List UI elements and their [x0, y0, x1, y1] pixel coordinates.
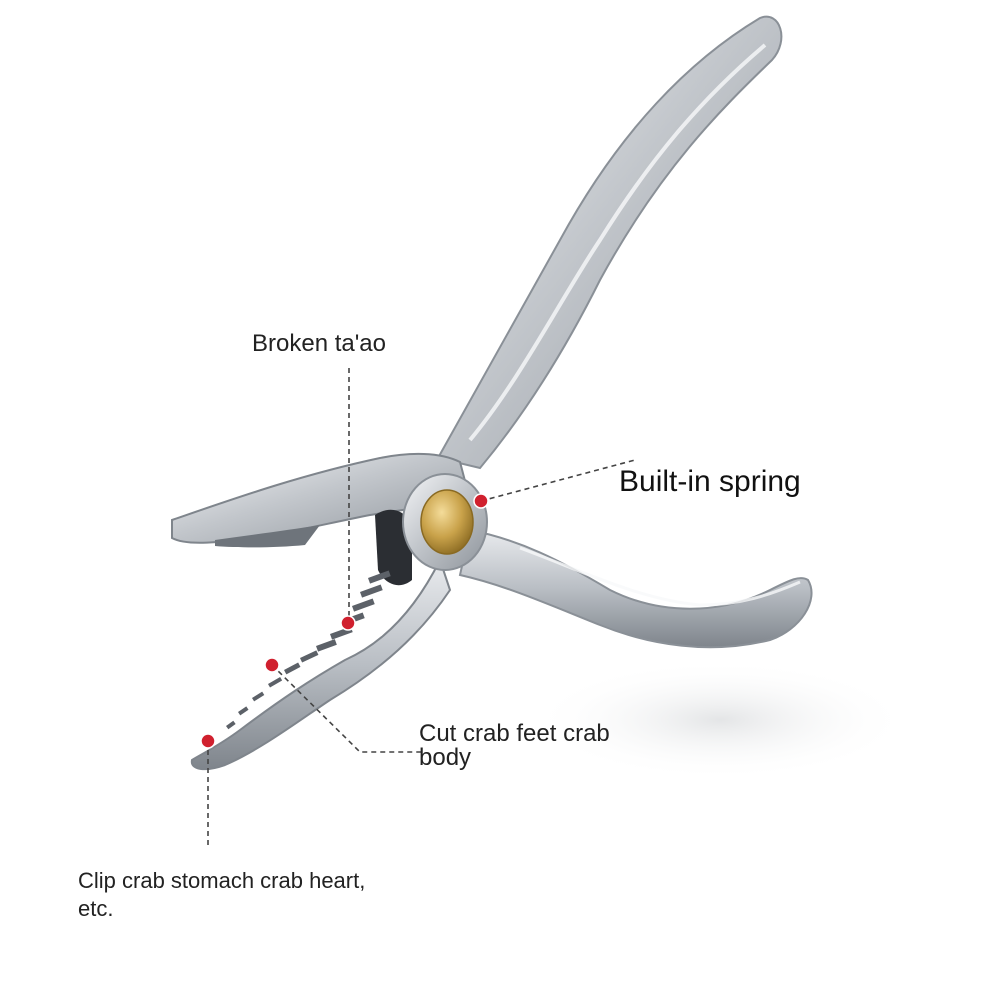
label-spring-text: Built-in spring: [619, 465, 801, 498]
label-cut-line1: Cut crab feet crab: [419, 720, 610, 747]
label-clip-line1: Clip crab stomach crab heart,: [78, 868, 366, 893]
marker-spring: [473, 493, 489, 509]
floor-shadow: [530, 660, 910, 780]
upper-handle-edge: [468, 43, 767, 442]
leader-lines: [207, 368, 636, 845]
marker-broken: [340, 615, 356, 631]
label-cut-crab: Cut crab feet crab body: [419, 722, 610, 770]
label-clip-crab: Clip crab stomach crab heart, etc.: [78, 867, 365, 923]
label-cut-line2: body: [419, 744, 472, 771]
label-broken-text: Broken ta'ao: [252, 330, 387, 357]
label-broken-tao: Broken ta'ao: [252, 330, 387, 357]
marker-clip: [200, 733, 216, 749]
lower-handle-edge: [519, 546, 801, 607]
leader-spring: [480, 459, 636, 502]
brass-rivet: [420, 489, 474, 555]
upper-handle: [436, 15, 783, 470]
label-clip-line2: etc.: [78, 896, 114, 921]
markers: [200, 493, 489, 749]
lower-handle: [458, 528, 813, 649]
label-built-in-spring: Built-in spring: [619, 465, 801, 498]
lower-jaw: [190, 557, 452, 771]
upper-jaw-inner: [215, 525, 320, 548]
marker-cut: [264, 657, 280, 673]
